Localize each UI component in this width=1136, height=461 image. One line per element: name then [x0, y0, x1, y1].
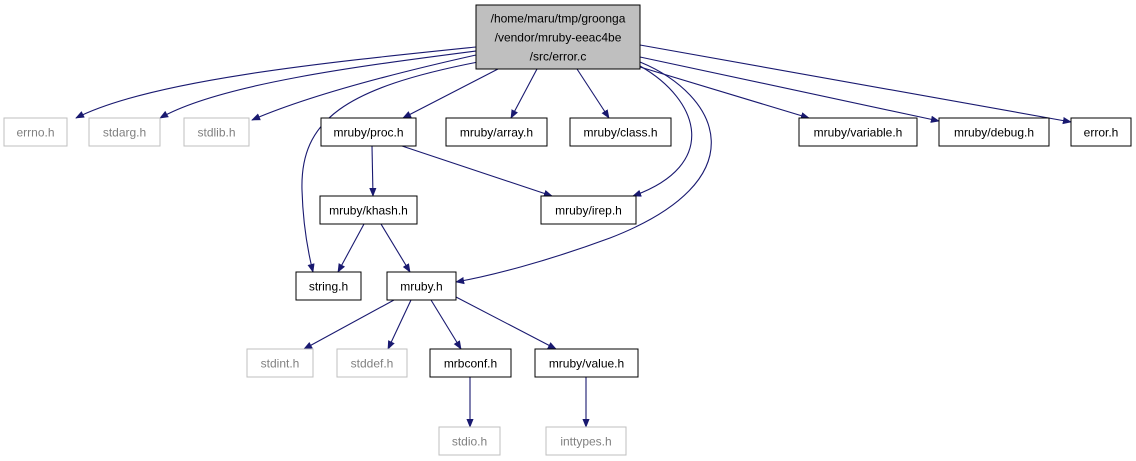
- node-box: [386, 271, 457, 301]
- node-label: stdarg.h: [103, 126, 146, 140]
- edge-error-c-to-error-h: [639, 44, 1072, 125]
- node-box: [429, 348, 512, 378]
- node-mruby-class-h[interactable]: mruby/class.h: [569, 117, 672, 147]
- node-box: [320, 117, 417, 147]
- node-box: [569, 117, 672, 147]
- edge-error-c-to-mruby-class-h: [576, 68, 610, 119]
- node-mrbconf-h[interactable]: mrbconf.h: [429, 348, 512, 378]
- node-box: [1070, 117, 1132, 147]
- node-mruby-irep-h[interactable]: mruby/irep.h: [540, 195, 637, 225]
- edge-error-c-to-mruby-irep-h: [632, 65, 693, 197]
- edge-error-c-to-mruby-h: [455, 61, 712, 285]
- node-box: [445, 117, 548, 147]
- node-label: mrbconf.h: [444, 357, 497, 371]
- node-mruby-array-h[interactable]: mruby/array.h: [445, 117, 548, 147]
- node-label: stddef.h: [351, 357, 394, 371]
- node-mruby-proc-h[interactable]: mruby/proc.h: [320, 117, 417, 147]
- node-label: /vendor/mruby-eeac4be: [495, 31, 622, 45]
- node-label: mruby/debug.h: [954, 126, 1034, 140]
- node-mruby-h[interactable]: mruby.h: [386, 271, 457, 301]
- node-box: [798, 117, 918, 147]
- node-label: /home/maru/tmp/groonga: [491, 12, 626, 26]
- node-box: [246, 348, 314, 378]
- node-label: mruby.h: [400, 280, 442, 294]
- edge-mruby-h-to-mruby-value-h: [455, 296, 557, 350]
- node-box: [545, 426, 627, 456]
- node-error-h[interactable]: error.h: [1070, 117, 1132, 147]
- node-label: mruby/variable.h: [814, 126, 903, 140]
- node-box: [319, 195, 418, 225]
- edge-mruby-khash-h-to-mruby-h: [380, 223, 411, 273]
- edge-error-c-to-mruby-variable-h: [639, 66, 810, 120]
- node-box: [438, 426, 501, 456]
- node-mruby-variable-h[interactable]: mruby/variable.h: [798, 117, 918, 147]
- node-label: mruby/value.h: [549, 357, 624, 371]
- node-label: string.h: [309, 280, 348, 294]
- node-label: /src/error.c: [530, 50, 587, 64]
- edge-mruby-h-to-stddef-h: [387, 299, 412, 350]
- edge-error-c-to-errno-h: [75, 46, 477, 119]
- node-box: [475, 4, 641, 70]
- node-box: [88, 117, 161, 147]
- node-box: [938, 117, 1050, 147]
- node-label: stdlib.h: [197, 126, 235, 140]
- node-mruby-khash-h[interactable]: mruby/khash.h: [319, 195, 418, 225]
- edge-error-c-to-mruby-array-h: [510, 68, 538, 119]
- node-box: [295, 271, 362, 301]
- node-string-h[interactable]: string.h: [295, 271, 362, 301]
- node-label: mruby/khash.h: [329, 204, 408, 218]
- node-errno-h: errno.h: [3, 117, 68, 147]
- edge-error-c-to-stdlib-h: [251, 54, 477, 121]
- node-mruby-value-h[interactable]: mruby/value.h: [534, 348, 639, 378]
- node-stdio-h: stdio.h: [438, 426, 501, 456]
- node-inttypes-h: inttypes.h: [545, 426, 627, 456]
- node-error-c[interactable]: /home/maru/tmp/groonga/vendor/mruby-eeac…: [475, 4, 641, 70]
- edge-mruby-h-to-stdint-h: [303, 299, 395, 350]
- edge-error-c-to-mruby-debug-h: [639, 56, 940, 123]
- node-label: stdint.h: [261, 357, 300, 371]
- node-label: mruby/irep.h: [555, 204, 622, 218]
- node-layer: /home/maru/tmp/groonga/vendor/mruby-eeac…: [3, 4, 1132, 456]
- node-stdarg-h: stdarg.h: [88, 117, 161, 147]
- node-label: errno.h: [16, 126, 54, 140]
- edge-mruby-proc-h-to-mruby-irep-h: [401, 145, 553, 197]
- node-label: mruby/proc.h: [333, 126, 403, 140]
- node-label: error.h: [1084, 126, 1119, 140]
- node-label: stdio.h: [452, 435, 487, 449]
- node-box: [3, 117, 68, 147]
- edge-error-c-to-string-h: [301, 61, 479, 273]
- edge-layer: [75, 44, 1072, 428]
- edge-mruby-proc-h-to-mruby-khash-h: [369, 145, 377, 197]
- node-box: [183, 117, 250, 147]
- edge-error-c-to-mruby-proc-h: [402, 68, 499, 119]
- node-stdint-h: stdint.h: [246, 348, 314, 378]
- node-stdlib-h: stdlib.h: [183, 117, 250, 147]
- edge-mruby-h-to-mrbconf-h: [430, 299, 462, 350]
- node-box: [540, 195, 637, 225]
- node-stddef-h: stddef.h: [336, 348, 408, 378]
- edge-error-c-to-stdarg-h: [159, 50, 477, 119]
- node-label: inttypes.h: [560, 435, 611, 449]
- edge-mruby-khash-h-to-string-h: [337, 223, 365, 273]
- node-box: [534, 348, 639, 378]
- node-mruby-debug-h[interactable]: mruby/debug.h: [938, 117, 1050, 147]
- node-label: mruby/class.h: [583, 126, 657, 140]
- node-box: [336, 348, 408, 378]
- node-label: mruby/array.h: [460, 126, 533, 140]
